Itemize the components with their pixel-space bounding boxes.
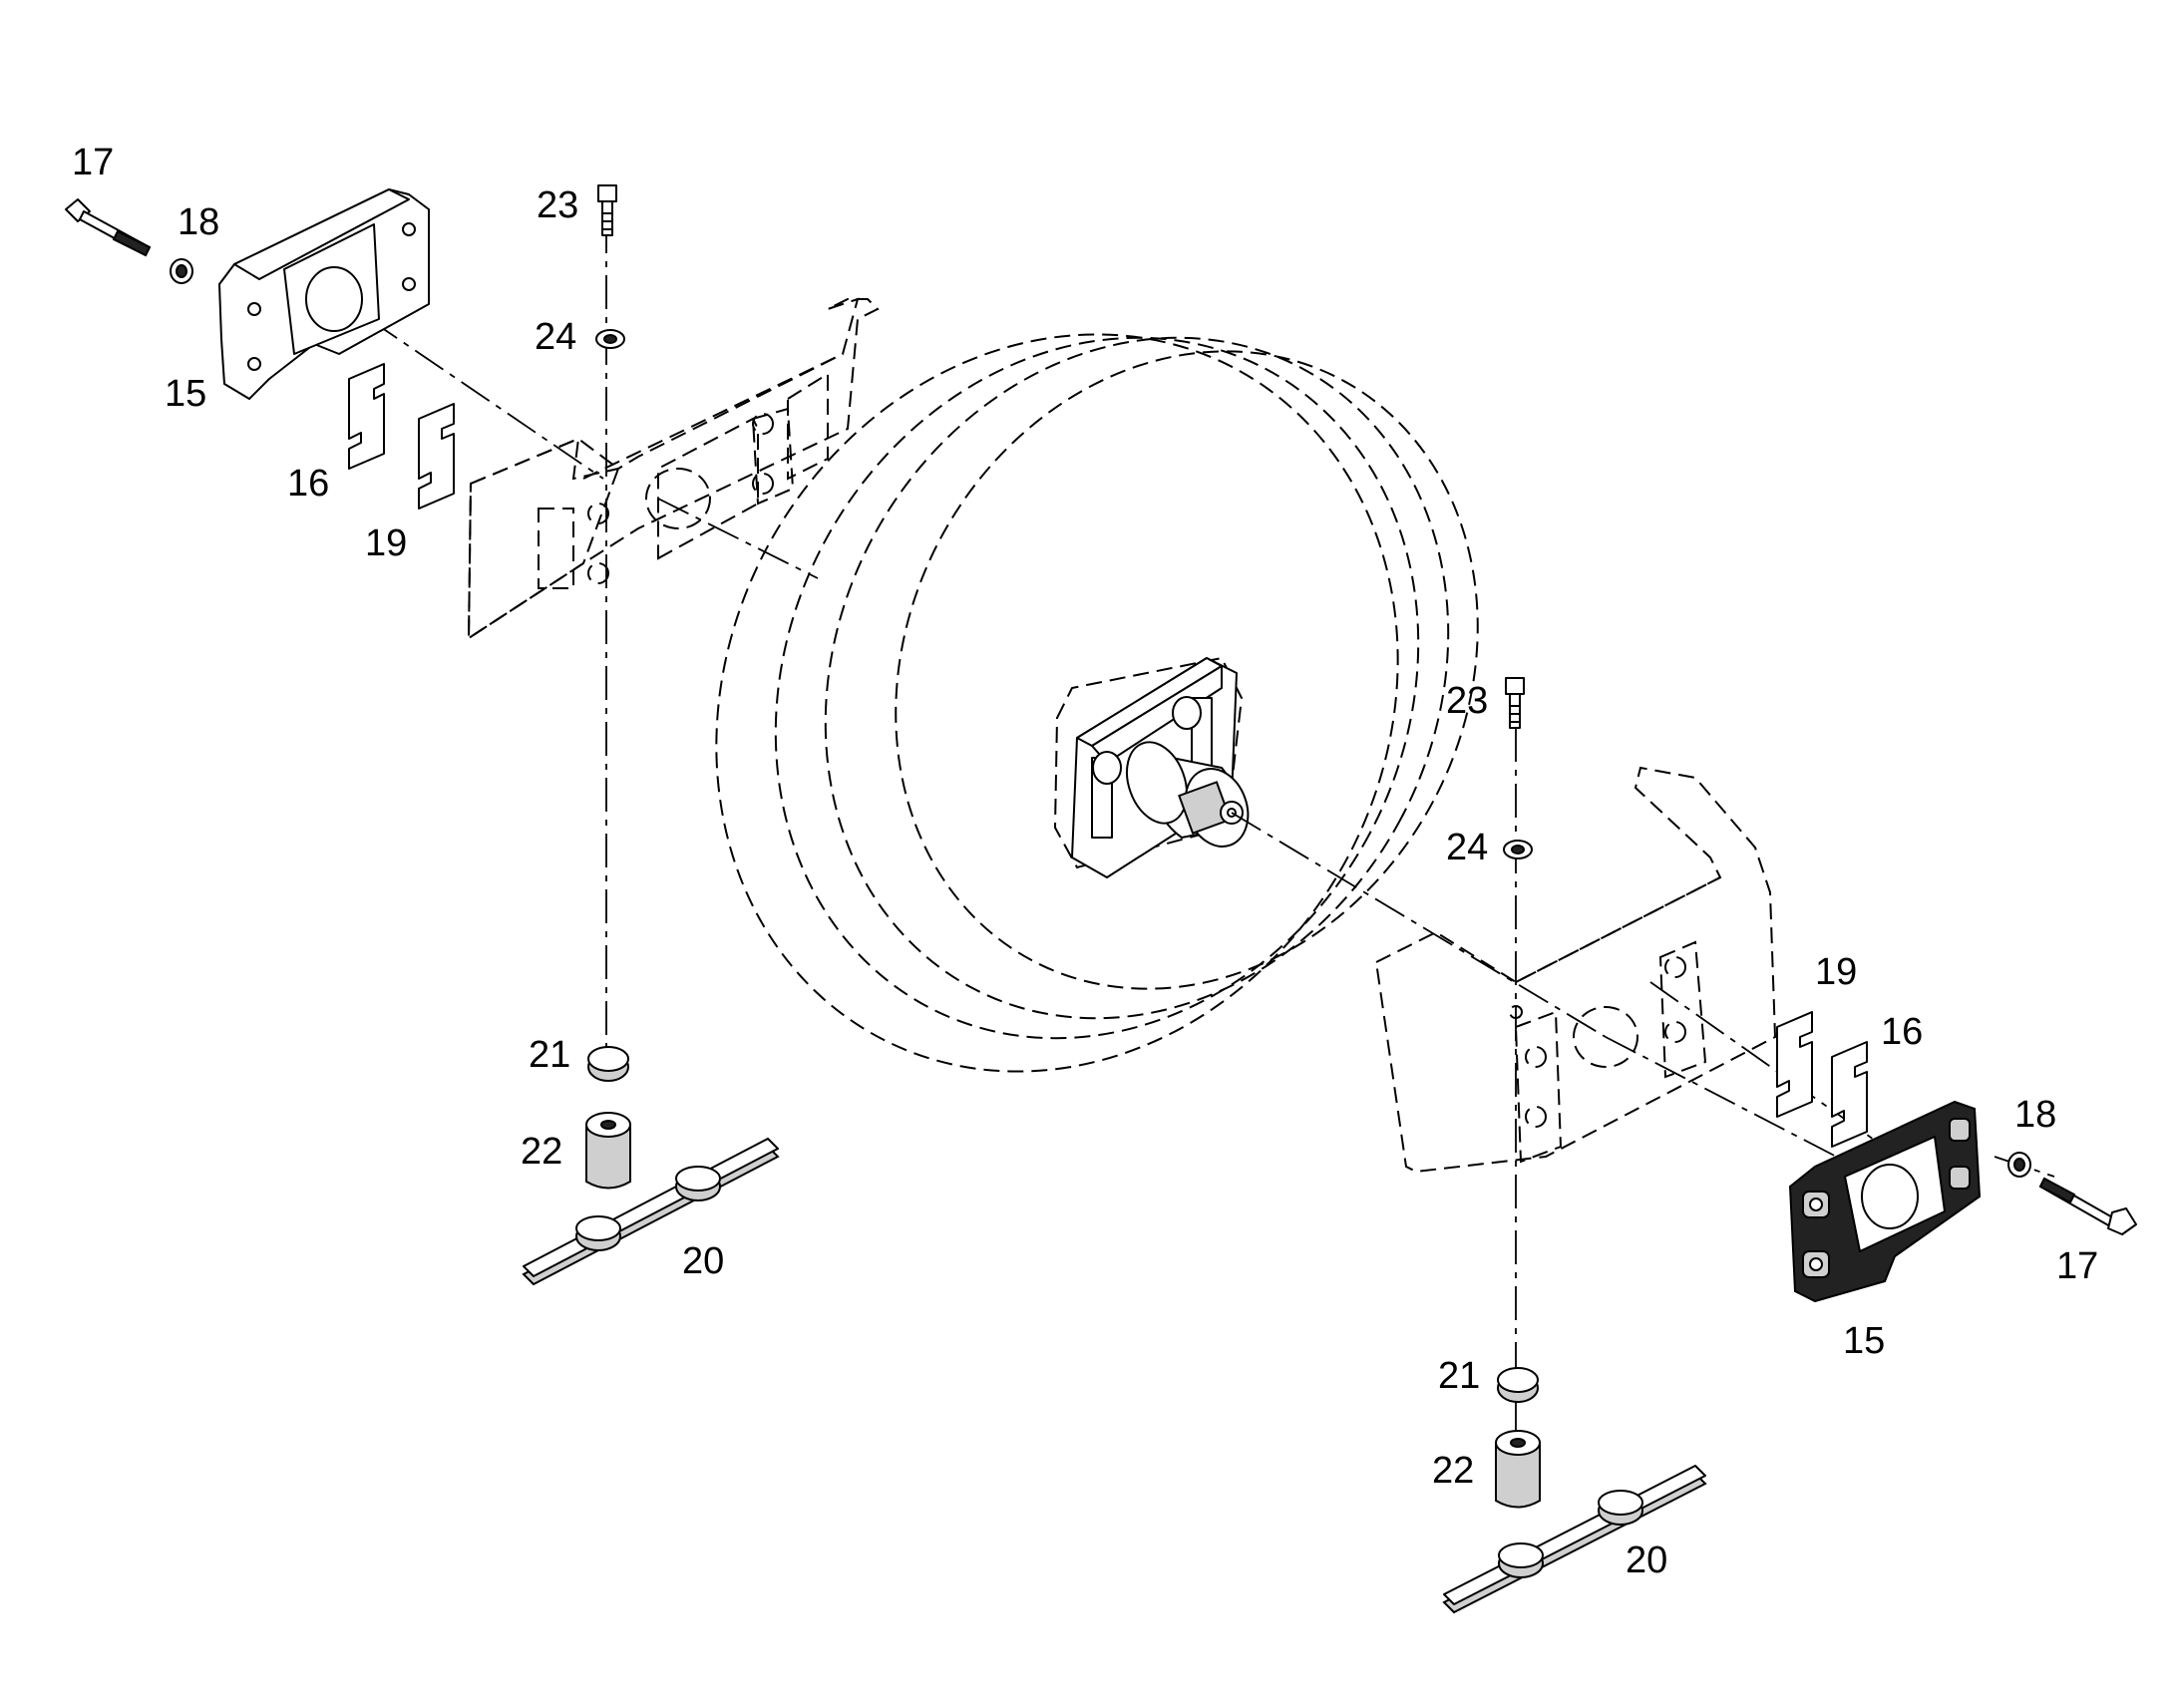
callout-15-right: 15 [1843, 1320, 1885, 1362]
callout-15-left: 15 [165, 373, 206, 415]
callout-22-right: 22 [1432, 1450, 1474, 1492]
left-bolt-23 [597, 184, 617, 236]
left-cap-15 [218, 188, 430, 400]
left-cap-21 [587, 1046, 629, 1082]
callout-18-right: 18 [2014, 1094, 2056, 1136]
right-washer-24 [1503, 840, 1533, 859]
callout-16-left: 16 [287, 463, 329, 505]
callout-17-left: 17 [72, 142, 114, 183]
callout-20-right: 20 [1626, 1539, 1667, 1581]
left-plate-20 [522, 1138, 780, 1286]
callout-19-right: 19 [1815, 951, 1857, 993]
left-washer-24 [595, 329, 625, 349]
right-cap-21 [1497, 1367, 1539, 1403]
right-bearing-block [1374, 766, 1777, 1174]
left-bearing-block [467, 297, 880, 640]
callout-22-left: 22 [521, 1131, 562, 1173]
left-shim-19 [418, 403, 455, 510]
right-cap-15 [1788, 1100, 1982, 1303]
callout-16-right: 16 [1881, 1011, 1923, 1053]
callout-17-right: 17 [2056, 1245, 2098, 1287]
callout-24-right: 24 [1446, 827, 1488, 868]
left-shim-16 [348, 363, 385, 470]
right-plate-20 [1442, 1465, 1707, 1614]
right-shim-19 [1776, 1011, 1813, 1118]
callout-24-left: 24 [535, 316, 576, 358]
right-bolt-17 [2038, 1177, 2137, 1235]
callout-23-left: 23 [537, 184, 578, 226]
callout-19-left: 19 [365, 522, 407, 564]
callout-21-right: 21 [1438, 1355, 1480, 1397]
idler-wheel [715, 333, 1479, 1073]
left-washer-18 [170, 258, 193, 284]
left-bolt-17 [65, 198, 152, 257]
callout-21-left: 21 [529, 1034, 570, 1076]
right-sleeve-22 [1495, 1430, 1541, 1509]
right-bolt-23 [1505, 677, 1525, 729]
callout-18-left: 18 [178, 201, 219, 243]
callout-labels: 17 18 15 16 19 23 24 21 22 20 23 24 19 1… [72, 142, 2098, 1581]
right-washer-18 [2007, 1152, 2031, 1178]
right-shim-16 [1831, 1041, 1868, 1148]
wheel-hub [1053, 656, 1250, 878]
callout-20-left: 20 [682, 1240, 724, 1282]
callout-23-right: 23 [1446, 680, 1488, 722]
left-sleeve-22 [585, 1112, 631, 1190]
